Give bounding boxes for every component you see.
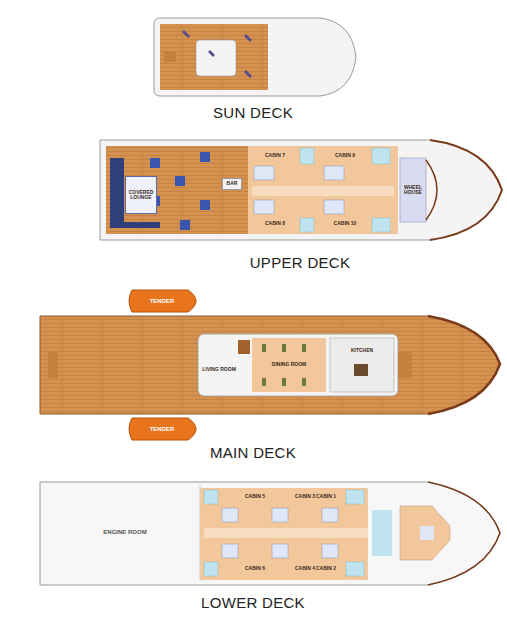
bathrooms bbox=[204, 490, 364, 576]
hull-outline bbox=[100, 140, 502, 240]
stair-area bbox=[372, 510, 392, 556]
lounge-area: COVERED LOUNGE bbox=[125, 176, 157, 214]
deck-chairs bbox=[182, 30, 252, 78]
bed bbox=[420, 526, 434, 540]
cabin-box: CABIN 10 bbox=[320, 216, 370, 232]
stair bbox=[164, 52, 176, 62]
room-box: KITCHEN bbox=[334, 342, 390, 360]
bow-rail bbox=[428, 316, 500, 414]
lounge-sofa bbox=[110, 158, 160, 228]
deck-name: UPPER DECK bbox=[250, 254, 351, 271]
room-name: CABIN 10 bbox=[334, 221, 357, 227]
tender-box: TENDER bbox=[136, 420, 188, 438]
cabin-box: CABIN 6 bbox=[238, 562, 272, 576]
room-name: COVERED LOUNGE bbox=[126, 190, 156, 201]
kitchen-floor bbox=[330, 338, 394, 392]
corridor bbox=[204, 528, 368, 538]
wood-deck bbox=[160, 24, 268, 90]
engine-room-box: ENGINE ROOM bbox=[70, 520, 180, 544]
beds bbox=[222, 508, 338, 558]
corridor bbox=[252, 186, 394, 196]
bar-box: BAR bbox=[222, 178, 242, 190]
hull-outline bbox=[154, 18, 356, 96]
cabin-box: CABIN 1 bbox=[308, 490, 344, 504]
cabin-box: CABIN 2 bbox=[308, 562, 344, 576]
room-name: CABIN 7 bbox=[265, 153, 285, 159]
room-name: KITCHEN bbox=[351, 348, 373, 354]
hull-outline bbox=[40, 316, 500, 414]
room-name: TENDER bbox=[150, 426, 175, 433]
room-box: LIVING ROOM bbox=[200, 358, 238, 382]
room-box: DINING ROOM bbox=[256, 356, 322, 374]
room-name: LIVING ROOM bbox=[202, 367, 236, 373]
deck-name: MAIN DECK bbox=[210, 444, 296, 461]
room-name: CABIN 8 bbox=[265, 221, 285, 227]
dining-floor bbox=[252, 338, 326, 392]
room-name: CABIN 3 bbox=[295, 494, 315, 500]
upper-deck-hull bbox=[100, 140, 502, 240]
room-name: CABIN 5 bbox=[245, 494, 265, 500]
tender-box: TENDER bbox=[136, 292, 188, 310]
cabin-box: CABIN 8 bbox=[252, 216, 298, 232]
kitchen-island bbox=[354, 364, 368, 376]
tables bbox=[150, 152, 210, 230]
lower-deck-hull bbox=[40, 482, 500, 585]
stern-steps bbox=[48, 352, 58, 378]
fore-steps bbox=[398, 352, 412, 378]
room-name: CABIN 4 bbox=[295, 566, 315, 572]
cabin-box: CABIN 7 bbox=[252, 148, 298, 164]
hatch bbox=[196, 40, 236, 76]
sun-deck-hull bbox=[154, 18, 356, 96]
room-name: DINING ROOM bbox=[272, 362, 306, 368]
deck-name: SUN DECK bbox=[213, 104, 293, 121]
console bbox=[426, 160, 437, 220]
room-name: TENDER bbox=[150, 298, 175, 305]
beds bbox=[254, 166, 344, 214]
wheelhouse-box: WHEEL HOUSE bbox=[399, 170, 427, 210]
hull-outline bbox=[40, 482, 500, 585]
cabin-block bbox=[200, 488, 368, 580]
wheelhouse-room bbox=[400, 158, 426, 222]
bow-rail bbox=[430, 140, 502, 240]
deck-name: LOWER DECK bbox=[201, 594, 305, 611]
room-name: CABIN 2 bbox=[316, 566, 336, 572]
main-deck-hull bbox=[40, 290, 500, 440]
room-name: WHEEL HOUSE bbox=[399, 185, 427, 196]
dining-tables bbox=[262, 344, 306, 386]
room-name: CABIN 6 bbox=[245, 566, 265, 572]
stair bbox=[238, 340, 250, 354]
room-name: BAR bbox=[227, 181, 238, 187]
fore-cabin bbox=[400, 506, 450, 560]
cabin-block bbox=[248, 146, 398, 234]
cabin-box: CABIN 9 bbox=[320, 148, 370, 164]
bathrooms bbox=[300, 148, 390, 232]
tender-boat bbox=[129, 418, 196, 440]
room-name: ENGINE ROOM bbox=[103, 529, 146, 536]
saloon bbox=[198, 334, 398, 396]
cabin-box: CABIN 5 bbox=[238, 490, 272, 504]
wood-deck bbox=[106, 146, 248, 234]
room-name: CABIN 9 bbox=[335, 153, 355, 159]
tender-boat bbox=[129, 290, 196, 312]
room-name: CABIN 1 bbox=[316, 494, 336, 500]
